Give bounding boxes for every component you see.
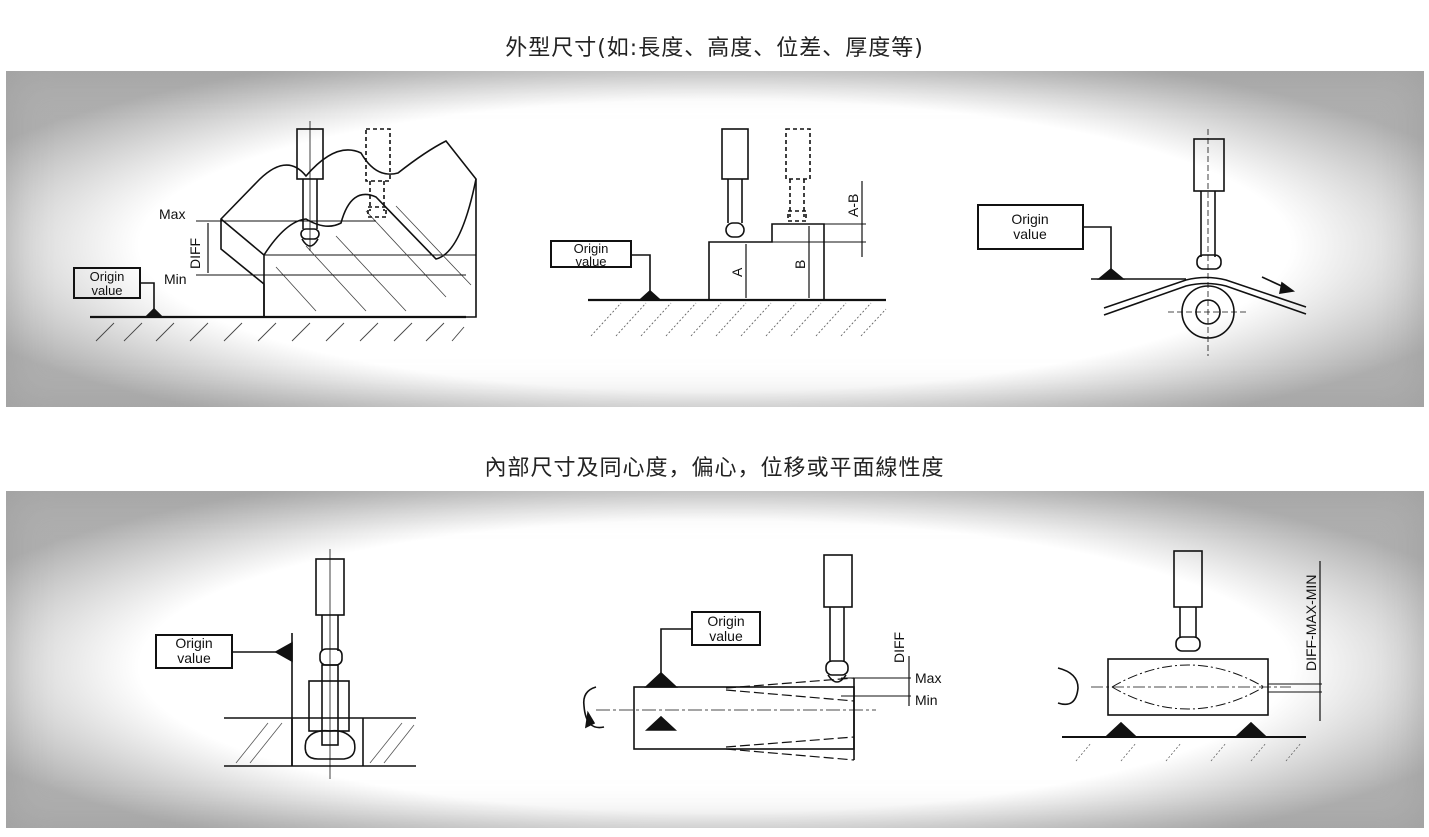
internal-diagrams: Origin value Origin value bbox=[155, 549, 1322, 779]
panel-vignette bbox=[6, 71, 1424, 407]
label-min: Min bbox=[915, 692, 938, 708]
external-diagrams: Max Min DIFF Origin value bbox=[73, 121, 1307, 356]
diagram-flatness: DIFF-MAX-MIN bbox=[1057, 550, 1322, 762]
panel-internal-dimensions: Origin value Origin value bbox=[6, 491, 1424, 828]
label-min: Min bbox=[164, 271, 187, 287]
label-max: Max bbox=[915, 670, 941, 686]
label-value: value bbox=[177, 650, 211, 666]
section-title-external: 外型尺寸(如:長度、高度、位差、厚度等) bbox=[505, 36, 924, 61]
label-max: Max bbox=[159, 206, 185, 222]
label-origin: Origin bbox=[707, 613, 744, 629]
label-a: A bbox=[729, 267, 745, 277]
diagram-step-height: A B A-B Origin value bbox=[550, 128, 887, 337]
section-title-internal: 內部尺寸及同心度，偏心，位移或平面線性度 bbox=[484, 456, 945, 481]
label-diff: DIFF bbox=[187, 238, 203, 269]
label-b: B bbox=[792, 260, 808, 269]
label-value: value bbox=[575, 254, 606, 269]
label-origin: Origin bbox=[574, 241, 609, 256]
label-diff-max-min: DIFF-MAX-MIN bbox=[1303, 575, 1319, 671]
label-value: value bbox=[1013, 226, 1047, 242]
label-diff: DIFF bbox=[891, 632, 907, 663]
label-origin: Origin bbox=[90, 269, 125, 284]
label-value: value bbox=[709, 628, 743, 644]
panel-external-dimensions: Max Min DIFF Origin value bbox=[6, 71, 1424, 407]
label-a-minus-b: A-B bbox=[845, 194, 861, 217]
diagram-contour-diff: Max Min DIFF Origin value bbox=[73, 121, 477, 342]
diagram-taper-runout: Origin value DIFF Max Min bbox=[582, 554, 941, 761]
diagram-sheet-roller: Origin value bbox=[977, 129, 1307, 356]
label-origin: Origin bbox=[175, 635, 212, 651]
label-origin: Origin bbox=[1011, 211, 1048, 227]
diagram-bore-depth: Origin value bbox=[155, 549, 416, 779]
label-value: value bbox=[91, 283, 122, 298]
